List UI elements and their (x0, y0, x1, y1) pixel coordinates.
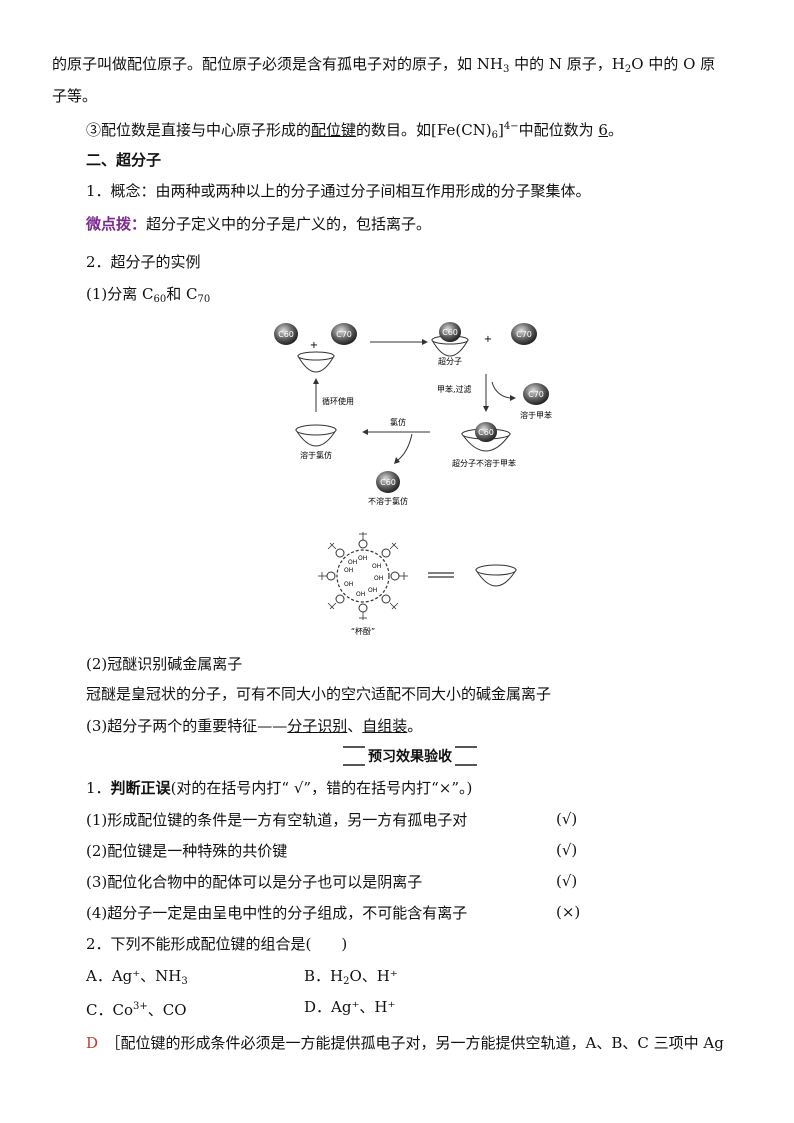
svg-text:溶于甲苯: 溶于甲苯 (520, 410, 552, 420)
svg-text:超分子不溶于甲苯: 超分子不溶于甲苯 (452, 458, 516, 468)
intro-line-2: 子等。 (52, 87, 98, 105)
svg-text:OH: OH (374, 575, 383, 582)
svg-text:C70: C70 (336, 330, 352, 339)
svg-text:OH: OH (356, 591, 365, 598)
judge-item-4: (4)超分子一定是由呈电中性的分子组成，不可能含有离子 (86, 904, 468, 922)
judge-mark-3: (√) (556, 872, 578, 890)
svg-text:超分子: 超分子 (438, 356, 462, 366)
svg-text:C70: C70 (516, 330, 532, 339)
example-2-text: 冠醚是皇冠状的分子，可有不同大小的空穴适配不同大小的碱金属离子 (86, 685, 552, 703)
svg-text:C70: C70 (528, 390, 544, 399)
svg-text:C60: C60 (478, 428, 494, 437)
judge-mark-1: (√) (556, 810, 578, 828)
option-a: A．Ag⁺、NH3 (86, 967, 188, 987)
svg-text:OH: OH (344, 567, 353, 574)
c60-ball: C60 (274, 323, 298, 345)
judge-heading: 1．判断正误(对的在括号内打“ √”，错的在括号内打“×”。) (86, 779, 473, 797)
section-banner: 预习效果验收 (343, 746, 477, 766)
svg-text:OH: OH (372, 563, 381, 570)
example-1: (1)分离 C60和 C70 (86, 285, 211, 305)
separation-diagram: C60 C70 + C60 超分子 + C70 甲苯,过滤 C70 溶于甲苯 C… (274, 322, 552, 506)
answer-explanation: D ［配位键的形成条件必须是一方能提供孤电子对，另一方能提供空轨道，A、B、C … (86, 1034, 724, 1052)
judge-item-3: (3)配位化合物中的配体可以是分子也可以是阴离子 (86, 873, 423, 891)
svg-text:C60: C60 (380, 478, 396, 487)
svg-text:+: + (310, 340, 318, 351)
option-d: D．Ag⁺、H⁺ (304, 998, 396, 1016)
tip-line: 微点拨：超分子定义中的分子是广义的，包括离子。 (86, 215, 432, 233)
judge-item-1: (1)形成配位键的条件是一方有空轨道，另一方有孤电子对 (86, 811, 468, 829)
svg-text:OH: OH (368, 587, 377, 594)
option-c: C．Co3+、CO (86, 1001, 187, 1019)
svg-text:+: + (484, 334, 492, 345)
intro-line-3: ③配位数是直接与中心原子形成的配位键的数目。如[Fe(CN)6]4−中配位数为 … (86, 121, 623, 141)
svg-text:循环使用: 循环使用 (322, 396, 354, 406)
c70-ball: C70 (331, 323, 357, 345)
svg-text:C60: C60 (442, 328, 458, 337)
example-2: (2)冠醚识别碱金属离子 (86, 655, 243, 673)
oh-ring (326, 539, 400, 613)
examples-heading: 2．超分子的实例 (86, 253, 201, 271)
concept-line: 1．概念：由两种或两种以上的分子通过分子间相互作用形成的分子聚集体。 (86, 182, 591, 200)
svg-text:“杯酚”: “杯酚” (351, 626, 375, 636)
judge-item-2: (2)配位键是一种特殊的共价键 (86, 842, 288, 860)
section-heading: 二、超分子 (86, 151, 162, 169)
option-b: B．H2O、H⁺ (304, 967, 398, 987)
svg-text:OH: OH (358, 555, 367, 562)
example-3: (3)超分子两个的重要特征——分子识别、自组装。 (86, 717, 423, 735)
svg-text:氯仿: 氯仿 (390, 417, 406, 427)
svg-text:不溶于氯仿: 不溶于氯仿 (368, 496, 408, 506)
question-2-stem: 2．下列不能形成配位键的组合是( ) (86, 935, 348, 953)
svg-text:OH: OH (344, 581, 353, 588)
intro-line-1: 的原子叫做配位原子。配位原子必须是含有孤电子对的原子，如 NH3 中的 N 原子… (52, 55, 716, 75)
svg-text:C60: C60 (278, 330, 294, 339)
judge-mark-4: (×) (556, 903, 581, 921)
judge-mark-2: (√) (556, 841, 578, 859)
svg-text:溶于氯仿: 溶于氯仿 (300, 450, 332, 460)
svg-text:甲苯,过滤: 甲苯,过滤 (437, 384, 472, 394)
svg-text:OH: OH (348, 559, 357, 566)
